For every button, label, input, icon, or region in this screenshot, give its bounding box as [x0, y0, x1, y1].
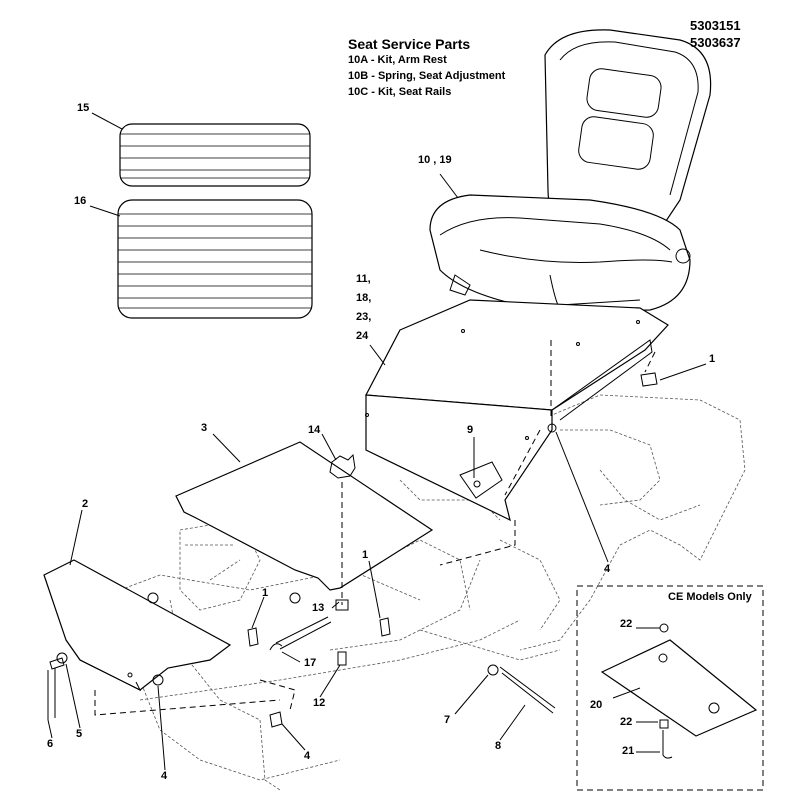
decal-16	[117, 199, 313, 319]
seat-pan	[365, 299, 669, 522]
callout-23: 23,	[356, 311, 372, 323]
callout-8: 8	[495, 740, 502, 752]
seat-hardware	[547, 340, 658, 433]
callout-1-center: 1	[362, 549, 369, 561]
callout-11: 11,	[356, 273, 371, 285]
service-part-item: 10A - Kit, Arm Rest	[348, 54, 447, 66]
callout-15: 15	[77, 102, 90, 114]
callout-22-top: 22	[620, 618, 633, 630]
callout-4-left: 4	[161, 770, 168, 782]
callout-9: 9	[467, 424, 474, 436]
callout-4-right: 4	[604, 563, 611, 575]
callout-1-right: 1	[709, 353, 716, 365]
callout-1-left: 1	[262, 587, 269, 599]
callout-16: 16	[74, 195, 87, 207]
callout-14: 14	[308, 424, 321, 436]
callout-3: 3	[201, 422, 208, 434]
callout-21: 21	[622, 745, 635, 757]
callout-13: 13	[312, 602, 325, 614]
callout-4-center: 4	[304, 750, 311, 762]
callout-6: 6	[47, 738, 54, 750]
assembly-lines	[94, 429, 541, 716]
floor-panel	[175, 441, 434, 591]
callout-5: 5	[76, 728, 83, 740]
ce-models-box	[576, 585, 764, 791]
callout-10-19: 10 , 19	[418, 154, 452, 166]
callout-2: 2	[82, 498, 89, 510]
service-part-item: 10B - Spring, Seat Adjustment	[348, 70, 506, 82]
callout-12: 12	[313, 697, 326, 709]
bolt-hardware	[47, 592, 556, 728]
service-part-item: 10C - Kit, Seat Rails	[348, 86, 452, 98]
seat	[429, 29, 712, 336]
knob	[329, 453, 356, 605]
callout-7: 7	[444, 714, 451, 726]
callout-22-bottom: 22	[620, 716, 633, 728]
ce-models-title: CE Models Only	[668, 591, 752, 603]
callout-17: 17	[304, 657, 317, 669]
fender-panel	[43, 559, 232, 692]
callout-24: 24	[356, 330, 369, 342]
part-number-1: 5303151	[690, 18, 741, 33]
callout-20: 20	[590, 699, 603, 711]
service-parts-title: Seat Service Parts	[348, 36, 471, 52]
leader-lines	[47, 112, 707, 771]
decal-15	[119, 123, 311, 187]
callout-18: 18,	[356, 292, 372, 304]
part-number-2: 5303637	[690, 35, 741, 50]
